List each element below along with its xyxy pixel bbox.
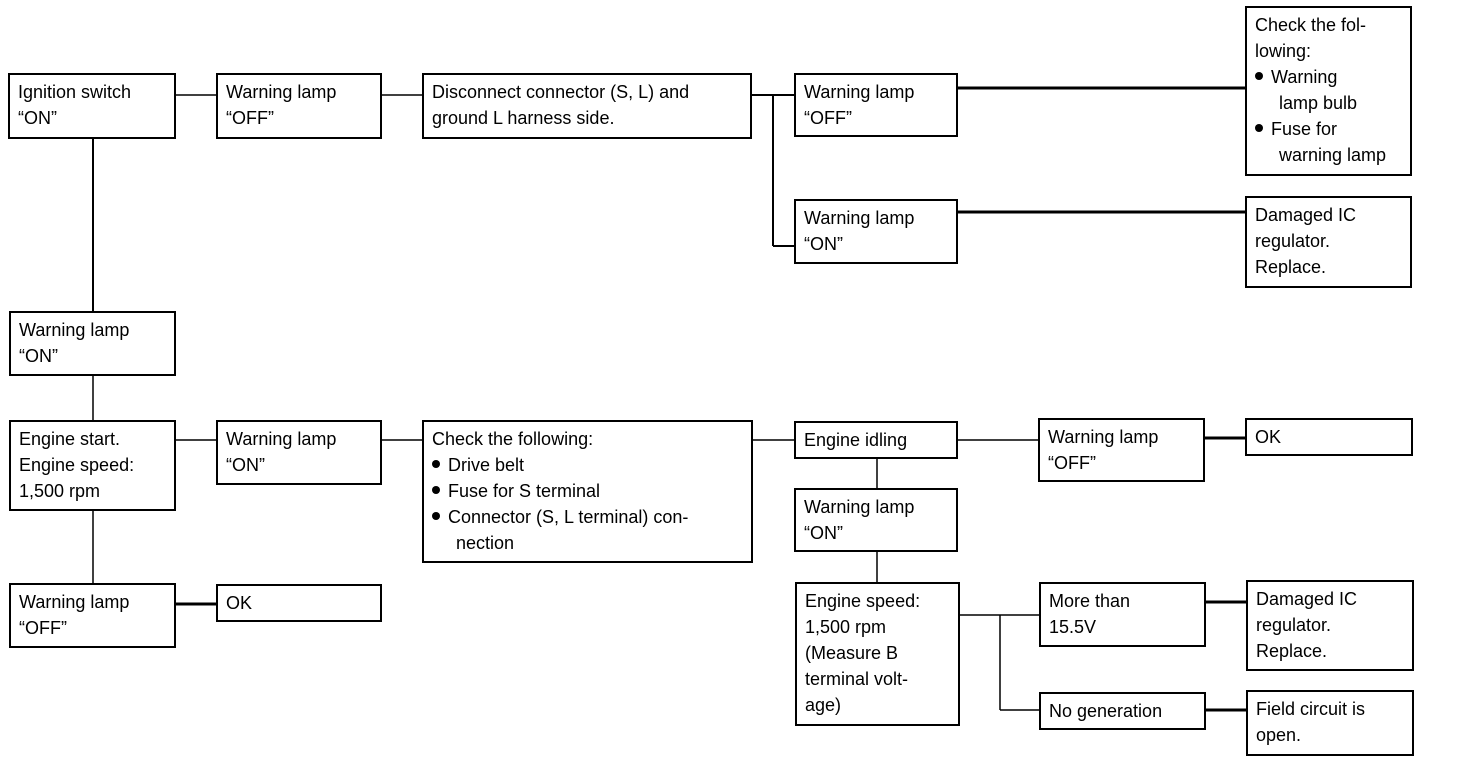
- box-line: regulator.: [1256, 615, 1332, 635]
- box-line: Damaged IC: [1256, 589, 1358, 609]
- check-item: Fuse for S terminal: [432, 478, 743, 504]
- box-line: “ON”: [804, 234, 843, 254]
- box-line: OK: [1255, 427, 1282, 447]
- bullet-icon: [1255, 72, 1263, 81]
- box-line: Engine speed:: [805, 591, 921, 611]
- box-line: Engine speed:: [19, 455, 135, 475]
- warning-lamp-off-box: Warning lamp “OFF”: [216, 73, 382, 139]
- box-line: 15.5V: [1049, 617, 1097, 637]
- box-line: 1,500 rpm: [805, 617, 887, 637]
- check-item: Fuse for: [1255, 116, 1402, 142]
- disconnect-connector-box: Disconnect connector (S, L) and ground L…: [422, 73, 752, 139]
- box-line: “OFF”: [804, 108, 852, 128]
- box-line: Field circuit is: [1256, 699, 1366, 719]
- bullet-icon: [432, 512, 440, 521]
- bullet-icon: [1255, 124, 1263, 133]
- more-than-voltage-box: More than 15.5V: [1039, 582, 1206, 647]
- box-line: Warning lamp: [19, 592, 130, 612]
- box-line: Ignition switch: [18, 82, 132, 102]
- box-line: Engine idling: [804, 430, 908, 450]
- check-bulb-fuse-box: Check the fol- lowing: Warning lamp bulb…: [1245, 6, 1412, 176]
- check-item-text: Fuse for S terminal: [448, 481, 601, 501]
- box-line: Disconnect connector (S, L) and: [432, 82, 690, 102]
- damaged-ic-regulator-box: Damaged IC regulator. Replace.: [1245, 196, 1412, 288]
- damaged-ic-regulator-box: Damaged IC regulator. Replace.: [1246, 580, 1414, 671]
- bullet-icon: [432, 460, 440, 469]
- box-line: “OFF”: [19, 618, 67, 638]
- box-line: ground L harness side.: [432, 108, 615, 128]
- field-circuit-open-box: Field circuit is open.: [1246, 690, 1414, 756]
- box-line: open.: [1256, 725, 1302, 745]
- warning-lamp-off-box: Warning lamp “OFF”: [794, 73, 958, 137]
- ok-box: OK: [216, 584, 382, 622]
- warning-lamp-off-box: Warning lamp “OFF”: [1038, 418, 1205, 482]
- check-item: Connector (S, L terminal) con-: [432, 504, 743, 530]
- box-line: Check the following:: [432, 429, 594, 449]
- ok-box: OK: [1245, 418, 1413, 456]
- ignition-switch-on-box: Ignition switch “ON”: [8, 73, 176, 139]
- box-line: Damaged IC: [1255, 205, 1357, 225]
- box-line: lowing:: [1255, 41, 1312, 61]
- box-line: Warning lamp: [226, 82, 337, 102]
- box-line: Warning lamp: [804, 82, 915, 102]
- box-line: Replace.: [1256, 641, 1328, 661]
- box-line: Warning lamp: [1048, 427, 1159, 447]
- engine-speed-measure-box: Engine speed: 1,500 rpm (Measure B termi…: [795, 582, 960, 726]
- box-line: “ON”: [804, 523, 843, 543]
- box-line: No generation: [1049, 701, 1163, 721]
- box-line: More than: [1049, 591, 1131, 611]
- engine-start-box: Engine start. Engine speed: 1,500 rpm: [9, 420, 176, 511]
- box-line: Warning lamp: [804, 497, 915, 517]
- check-item-continuation: warning lamp: [1279, 145, 1387, 165]
- check-item-text: Connector (S, L terminal) con-: [448, 507, 689, 527]
- box-line: age): [805, 695, 842, 715]
- box-line: terminal volt-: [805, 669, 909, 689]
- check-drive-belt-box: Check the following: Drive belt Fuse for…: [422, 420, 753, 563]
- box-line: Check the fol-: [1255, 15, 1367, 35]
- box-line: Warning lamp: [804, 208, 915, 228]
- box-line: “OFF”: [1048, 453, 1096, 473]
- box-line: Warning lamp: [226, 429, 337, 449]
- box-line: Engine start.: [19, 429, 121, 449]
- box-line: (Measure B: [805, 643, 899, 663]
- box-line: “ON”: [19, 346, 58, 366]
- warning-lamp-on-box: Warning lamp “ON”: [9, 311, 176, 376]
- check-item-text: Drive belt: [448, 455, 525, 475]
- box-line: “ON”: [226, 455, 265, 475]
- box-line: OK: [226, 593, 253, 613]
- warning-lamp-off-box: Warning lamp “OFF”: [9, 583, 176, 648]
- box-line: regulator.: [1255, 231, 1331, 251]
- box-line: Warning lamp: [19, 320, 130, 340]
- check-item: Drive belt: [432, 452, 743, 478]
- box-line: Replace.: [1255, 257, 1327, 277]
- warning-lamp-on-box: Warning lamp “ON”: [794, 488, 958, 552]
- warning-lamp-on-box: Warning lamp “ON”: [794, 199, 958, 264]
- no-generation-box: No generation: [1039, 692, 1206, 730]
- bullet-icon: [432, 486, 440, 495]
- check-item-continuation: lamp bulb: [1279, 93, 1358, 113]
- check-item-continuation: nection: [456, 533, 515, 553]
- check-item-text: Fuse for: [1271, 119, 1338, 139]
- box-line: “ON”: [18, 108, 57, 128]
- box-line: “OFF”: [226, 108, 274, 128]
- check-item: Warning: [1255, 64, 1402, 90]
- box-line: 1,500 rpm: [19, 481, 101, 501]
- engine-idling-box: Engine idling: [794, 421, 958, 459]
- warning-lamp-on-box: Warning lamp “ON”: [216, 420, 382, 485]
- check-item-text: Warning: [1271, 67, 1338, 87]
